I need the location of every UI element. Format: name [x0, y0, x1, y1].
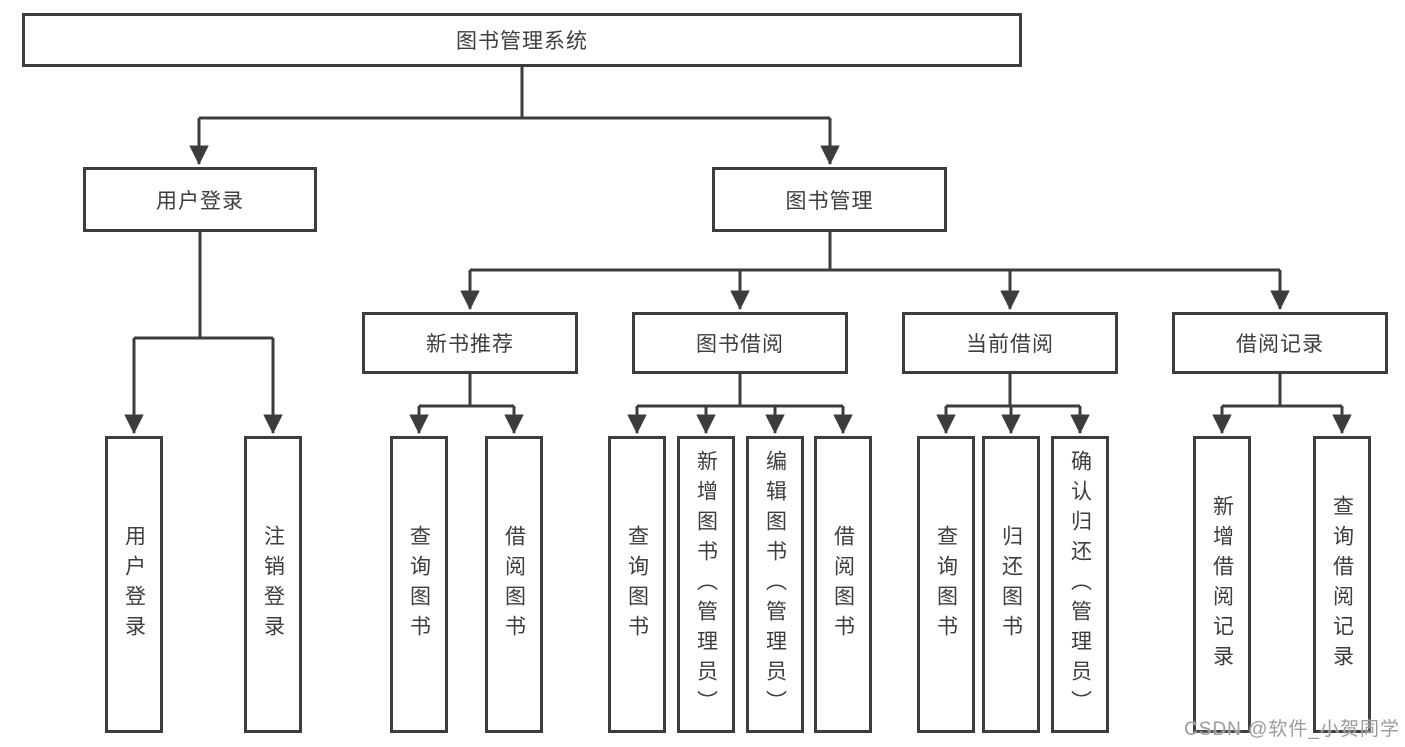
- node-borrow-records: 借阅记录: [1172, 312, 1388, 374]
- connector-root: [189, 66, 840, 165]
- node-current-borrow-label: 当前借阅: [966, 333, 1054, 356]
- connector-borrow-records: [1212, 373, 1352, 434]
- leaf-bb-borrow-book: 借阅图书: [814, 436, 872, 733]
- node-new-book-recommend-label: 新书推荐: [426, 333, 514, 356]
- node-user-login-label: 用户登录: [156, 189, 244, 213]
- connector-current-borrow: [936, 373, 1090, 434]
- leaf-bb-edit-book-label: 编辑图书（管理员）: [763, 449, 787, 720]
- leaf-user-login: 用户登录: [105, 436, 163, 733]
- leaf-cb-query-book-label: 查询图书: [934, 524, 958, 645]
- leaf-nb-query-book-label: 查询图书: [407, 524, 431, 645]
- csdn-watermark: CSDN @软件_小贺同学: [1184, 719, 1400, 740]
- leaf-bb-query-book-label: 查询图书: [625, 524, 649, 645]
- node-current-borrow: 当前借阅: [902, 312, 1118, 374]
- leaf-cb-return-book: 归还图书: [982, 436, 1040, 733]
- leaf-br-query-record-label: 查询借阅记录: [1330, 494, 1354, 675]
- node-book-borrow-label: 图书借阅: [696, 333, 784, 356]
- leaf-br-add-record: 新增借阅记录: [1193, 436, 1251, 733]
- leaf-bb-edit-book: 编辑图书（管理员）: [746, 436, 804, 733]
- connector-user-login: [124, 231, 283, 434]
- connector-book-mgmt: [460, 231, 1290, 310]
- leaf-nb-borrow-book: 借阅图书: [485, 436, 543, 733]
- node-book-management: 图书管理: [712, 167, 947, 232]
- node-library-system: 图书管理系统: [22, 13, 1022, 67]
- leaf-nb-query-book: 查询图书: [390, 436, 448, 733]
- leaf-bb-query-book: 查询图书: [608, 436, 666, 733]
- connector-new-book-rec: [409, 373, 524, 434]
- leaf-bb-add-book: 新增图书（管理员）: [677, 436, 735, 733]
- connector-book-borrow: [627, 373, 853, 434]
- leaf-br-query-record: 查询借阅记录: [1313, 436, 1371, 733]
- node-book-management-label: 图书管理: [785, 189, 874, 213]
- leaf-logout-login: 注销登录: [244, 436, 302, 733]
- leaf-cb-return-book-label: 归还图书: [999, 524, 1023, 645]
- leaf-user-login-label: 用户登录: [122, 524, 146, 645]
- leaf-cb-query-book: 查询图书: [917, 436, 975, 733]
- node-book-borrow: 图书借阅: [632, 312, 848, 374]
- node-library-system-label: 图书管理系统: [456, 30, 588, 53]
- node-user-login: 用户登录: [83, 167, 317, 232]
- leaf-cb-confirm-return: 确认归还（管理员）: [1051, 436, 1109, 733]
- leaf-bb-borrow-book-label: 借阅图书: [831, 524, 855, 645]
- node-new-book-recommend: 新书推荐: [362, 312, 578, 374]
- node-borrow-records-label: 借阅记录: [1236, 333, 1324, 356]
- leaf-cb-confirm-return-label: 确认归还（管理员）: [1068, 449, 1092, 720]
- leaf-br-add-record-label: 新增借阅记录: [1210, 494, 1234, 675]
- leaf-nb-borrow-book-label: 借阅图书: [502, 524, 526, 645]
- leaf-bb-add-book-label: 新增图书（管理员）: [694, 449, 718, 720]
- leaf-logout-login-label: 注销登录: [261, 524, 285, 645]
